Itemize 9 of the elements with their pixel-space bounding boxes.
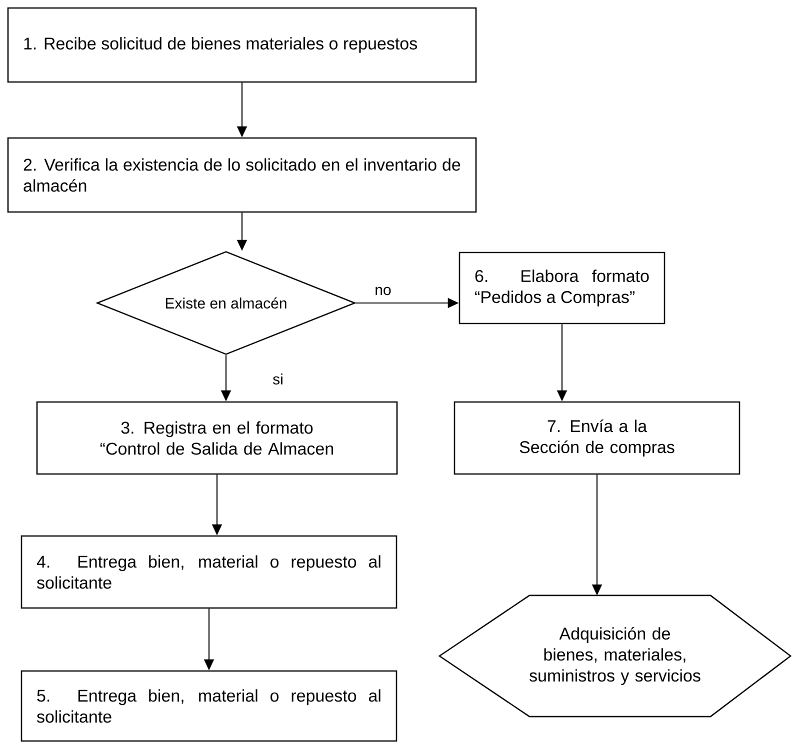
process-box: 2. Verifica la existencia de lo solicitado en el inventario de almacén bbox=[7, 137, 477, 213]
process-box: 3. Registra en el formato “Control de Salida de Almacen bbox=[36, 401, 398, 475]
process-box: 7. Envía a la Sección de compras bbox=[454, 401, 740, 475]
process-box: 5. Entrega bien, material o repuesto al solicitante bbox=[20, 670, 398, 742]
edge-label: si bbox=[272, 372, 284, 386]
edge-label: no bbox=[374, 286, 392, 296]
process-box: 4. Entrega bien, material o repuesto al solicitante bbox=[20, 535, 398, 609]
process-box: 1. Recibe solicitud de bienes materiales o repuestos bbox=[7, 7, 477, 83]
process-box: 6. Elabora formato “Pedidos a Compras” bbox=[458, 252, 666, 324]
